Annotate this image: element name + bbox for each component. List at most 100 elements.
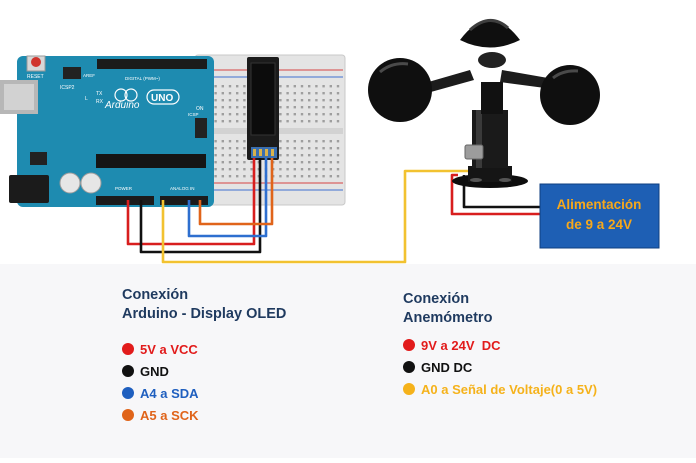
capacitor — [59, 172, 81, 194]
reset-button — [31, 57, 41, 67]
breadboard-hole — [315, 92, 318, 95]
regulator — [30, 152, 47, 165]
breadboard-hole — [286, 161, 289, 164]
arduino-infinity-icon — [114, 88, 128, 102]
breadboard-hole — [221, 175, 224, 178]
breadboard-hole — [221, 85, 224, 88]
breadboard-hole — [315, 85, 318, 88]
breadboard-hole — [329, 106, 332, 109]
breadboard-hole — [286, 85, 289, 88]
wire-red-5v — [126, 158, 256, 246]
breadboard-hole — [286, 120, 289, 123]
breadboard-hole — [322, 85, 325, 88]
breadboard-hole — [279, 161, 282, 164]
breadboard-hole — [221, 168, 224, 171]
breadboard-hole — [228, 147, 232, 150]
breadboard-hole — [286, 147, 289, 150]
breadboard-hole — [214, 147, 217, 150]
breadboard-hole — [336, 140, 340, 143]
anemometer-cup — [368, 58, 432, 122]
breadboard-hole — [336, 168, 340, 171]
breadboard-hole — [243, 85, 246, 88]
breadboard-hole — [300, 92, 304, 95]
breadboard-hole — [236, 92, 239, 95]
breadboard-hole — [236, 120, 239, 123]
breadboard-hole — [315, 99, 318, 102]
breadboard-hole — [336, 175, 340, 178]
breadboard-hole — [322, 120, 325, 123]
breadboard-hole — [293, 85, 296, 88]
breadboard-hole — [308, 106, 311, 109]
breadboard-hole — [221, 154, 224, 157]
breadboard-hole — [315, 106, 318, 109]
power-box-line1: Alimentación — [557, 197, 642, 212]
breadboard-hole — [279, 140, 282, 143]
icsp2-header — [63, 67, 81, 79]
breadboard-hole — [336, 120, 340, 123]
breadboard-hole — [214, 92, 217, 95]
breadboard-hole — [214, 154, 217, 157]
breadboard-hole — [236, 99, 239, 102]
anemometer-cup — [460, 20, 520, 48]
breadboard-hole — [329, 113, 332, 116]
breadboard-hole — [243, 168, 246, 171]
breadboard-hole — [221, 106, 224, 109]
breadboard-hole — [221, 113, 224, 116]
arduino-logo: Arduino — [104, 100, 140, 111]
breadboard-hole — [329, 99, 332, 102]
breadboard-hole — [315, 175, 318, 178]
legend-oled-item: A5 a SCK — [122, 404, 286, 426]
breadboard-hole — [308, 168, 311, 171]
breadboard-hole — [308, 161, 311, 164]
rx-label: RX — [96, 99, 104, 105]
breadboard-hole — [336, 147, 340, 150]
breadboard-hole — [300, 120, 304, 123]
breadboard-hole — [300, 154, 304, 157]
breadboard-hole — [322, 147, 325, 150]
breadboard-hole — [236, 147, 239, 150]
uno-badge — [146, 89, 180, 105]
breadboard-hole — [236, 154, 239, 157]
breadboard-hole — [228, 140, 232, 143]
breadboard-hole — [214, 140, 217, 143]
breadboard-hole — [279, 99, 282, 102]
breadboard-hole — [286, 168, 289, 171]
breadboard-hole — [293, 175, 296, 178]
breadboard-hole — [300, 147, 304, 150]
breadboard-hole — [322, 175, 325, 178]
breadboard-hole — [279, 92, 282, 95]
breadboard-hole — [300, 85, 304, 88]
breadboard-hole — [286, 140, 289, 143]
breadboard-hole — [300, 113, 304, 116]
breadboard-hole — [322, 140, 325, 143]
breadboard-hole — [279, 168, 282, 171]
breadboard-hole — [221, 99, 224, 102]
breadboard-hole — [279, 147, 282, 150]
breadboard-hole — [236, 175, 239, 178]
anemometer-cup — [540, 65, 600, 125]
breadboard-hole — [315, 113, 318, 116]
legend-anemometer-title-line2: Anemómetro — [403, 310, 493, 326]
wires — [126, 156, 540, 264]
orange-dot-icon — [122, 409, 134, 421]
breadboard-hole — [228, 113, 232, 116]
capacitor — [80, 172, 102, 194]
breadboard-hole — [329, 85, 332, 88]
breadboard-hole — [214, 175, 217, 178]
breadboard-hole — [243, 161, 246, 164]
breadboard-hole — [236, 113, 239, 116]
legend-oled: Conexión Arduino - Display OLED 5V a VCC… — [122, 286, 286, 426]
breadboard-hole — [293, 140, 296, 143]
wire-black-gnd — [139, 158, 262, 254]
breadboard-hole — [228, 168, 232, 171]
breadboard-hole — [329, 92, 332, 95]
breadboard-hole — [279, 113, 282, 116]
breadboard-hole — [315, 147, 318, 150]
breadboard-hole — [308, 154, 311, 157]
breadboard-hole — [336, 99, 340, 102]
breadboard-hole — [228, 161, 232, 164]
legend-anemometer-item: GND DC — [403, 356, 597, 378]
breadboard-hole — [214, 113, 217, 116]
breadboard-hole — [308, 120, 311, 123]
